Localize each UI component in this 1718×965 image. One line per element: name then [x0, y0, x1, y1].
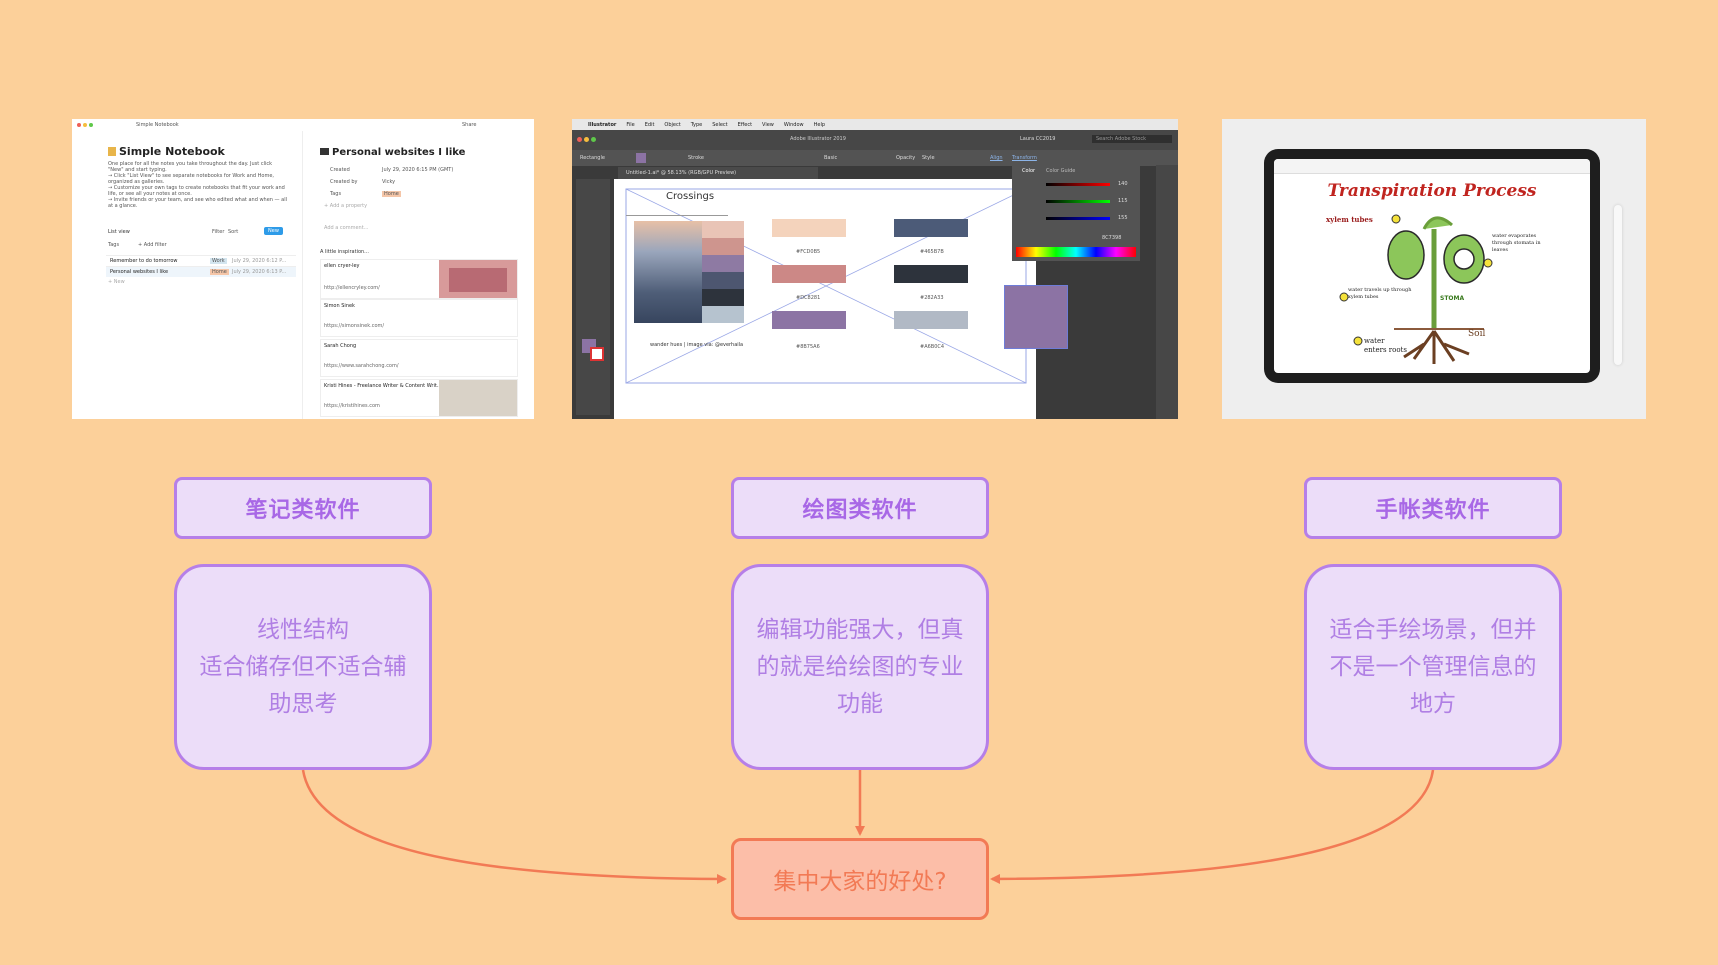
table-row[interactable]: Remember to do tomorrow Work July 29, 20… [106, 255, 296, 266]
add-property[interactable]: + Add a property [324, 203, 368, 209]
menu-window[interactable]: Window [783, 121, 804, 128]
transform-link[interactable]: Transform [1012, 155, 1037, 161]
label-stoma: STOMA [1440, 295, 1465, 302]
menu-select[interactable]: Select [712, 121, 728, 128]
desc-box-journal: 适合手绘场景，但并不是一个管理信息的地方 [1304, 564, 1562, 770]
palette-strip [702, 221, 744, 323]
menu-file[interactable]: File [626, 121, 635, 128]
inspiration-heading: A little inspiration... [320, 249, 369, 255]
tags-filter[interactable]: Tags [108, 242, 120, 248]
goal-box: 集中大家的好处? [731, 838, 989, 920]
image-credit: wander hues | image via: @everhaila [650, 342, 744, 348]
notebook-icon [108, 147, 116, 156]
user-menu[interactable]: Laura CC2019 [1020, 136, 1056, 142]
ai-titlebar: Adobe Illustrator 2019 Laura CC2019 Sear… [572, 130, 1178, 150]
comment-input[interactable]: Add a comment... [324, 225, 369, 231]
label-travels: water travels up through xylem tubes [1348, 287, 1412, 300]
ipad-frame: Transpiration Process xylem tubes water … [1264, 149, 1600, 383]
notion-right-pane: Personal websites I like Created July 29… [304, 131, 534, 419]
label-roots: water enters roots [1364, 337, 1407, 354]
color-swatch[interactable] [772, 265, 846, 283]
table-row[interactable]: Personal websites I like Home July 29, 2… [106, 266, 296, 277]
right-panel-icons [1156, 165, 1178, 419]
sort-button[interactable]: Sort [228, 229, 239, 235]
stroke-color-icon[interactable] [590, 347, 604, 361]
category-label-drawing: 绘图类软件 [731, 477, 989, 539]
arrow-left [301, 769, 727, 884]
desc-box-notes: 线性结构适合储存但不适合辅助思考 [174, 564, 432, 770]
color-swatch[interactable] [894, 311, 968, 329]
page-title: Personal websites I like [332, 147, 466, 158]
control-bar: Rectangle Stroke Basic Opacity Style Ali… [572, 150, 1178, 166]
new-row-button[interactable]: + New [108, 279, 125, 285]
color-swatch[interactable] [894, 219, 968, 237]
label-xylem: xylem tubes [1326, 215, 1373, 224]
color-tab[interactable]: Color [1022, 168, 1036, 174]
notion-screenshot: Simple Notebook Share Simple Notebook On… [72, 119, 534, 419]
notion-left-pane: Simple Notebook One place for all the no… [72, 131, 303, 419]
menu-help[interactable]: Help [813, 121, 826, 128]
color-swatch[interactable] [894, 265, 968, 283]
apple-pencil [1614, 205, 1622, 365]
doc-tab[interactable]: Untitled-1.ai* @ 58.13% (RGB/GPU Preview… [618, 167, 818, 179]
category-label-notes: 笔记类软件 [174, 477, 432, 539]
color-swatch[interactable] [772, 219, 846, 237]
notebook-heading: Simple Notebook [119, 145, 225, 158]
color-swatch[interactable] [772, 311, 846, 329]
ipad-screenshot: Transpiration Process xylem tubes water … [1222, 119, 1646, 419]
stock-search-input[interactable]: Search Adobe Stock [1092, 135, 1172, 143]
drawing-title: Transpiration Process [1327, 181, 1537, 201]
link-card[interactable]: Sarah Chong https://www.sarahchong.com/ [320, 339, 518, 377]
fill-swatch[interactable] [636, 153, 646, 163]
spectrum-bar[interactable] [1016, 247, 1136, 257]
add-filter[interactable]: + Add filter [138, 242, 167, 248]
desc-box-drawing: 编辑功能强大，但真的就是给绘图的专业功能 [731, 564, 989, 770]
label-soil: Soil [1468, 329, 1486, 339]
window-title: Adobe Illustrator 2019 [790, 136, 846, 142]
share-button[interactable]: Share [462, 122, 477, 128]
card-thumbnail [439, 260, 517, 298]
canvas[interactable]: Crossings wander hues | image via: @ever… [614, 179, 1068, 419]
new-button[interactable]: New [264, 227, 283, 235]
plant-drawing [1339, 214, 1493, 364]
link-card[interactable]: Simon Sinek https://simonsinek.com/ [320, 299, 518, 337]
align-link[interactable]: Align [990, 155, 1003, 161]
card-thumbnail [439, 380, 517, 416]
artboard-title: Crossings [666, 191, 715, 202]
hex-field[interactable]: 8C7398 [1102, 235, 1122, 241]
selected-rectangle[interactable] [1004, 285, 1068, 349]
link-card[interactable]: Kristi Hines - Freelance Writer & Conten… [320, 379, 518, 417]
brush-select[interactable]: Basic [824, 155, 838, 161]
list-view-tab[interactable]: List view [108, 229, 130, 235]
menu-view[interactable]: View [762, 121, 774, 128]
menu-effect[interactable]: Effect [737, 121, 753, 128]
filter-button[interactable]: Filter [212, 229, 225, 235]
laptop-icon [320, 148, 329, 155]
menu-object[interactable]: Object [664, 121, 681, 128]
color-guide-tab[interactable]: Color Guide [1046, 168, 1076, 174]
app-title: Simple Notebook [136, 122, 179, 128]
ipad-screen: Transpiration Process xylem tubes water … [1274, 159, 1590, 373]
label-evaporates: water evaporates through stomata in leav… [1492, 233, 1541, 253]
intro-text: One place for all the notes you take thr… [108, 161, 287, 209]
tools-panel[interactable] [576, 179, 610, 415]
color-panel[interactable]: Color Color Guide 140 115 155 8C7398 [1012, 165, 1140, 261]
arrow-right [990, 769, 1435, 884]
category-label-journal: 手帐类软件 [1304, 477, 1562, 539]
notability-toolbar[interactable] [1274, 159, 1590, 174]
mac-menubar: Illustrator File Edit Object Type Select… [572, 119, 1178, 130]
illustrator-screenshot: Illustrator File Edit Object Type Select… [572, 119, 1178, 419]
mountain-photo [634, 221, 702, 323]
menu-type[interactable]: Type [690, 121, 703, 128]
link-card[interactable]: ellen cryer-ley http://ellencryley.com/ [320, 259, 518, 299]
notion-titlebar: Simple Notebook Share [72, 119, 534, 131]
menu-edit[interactable]: Edit [644, 121, 655, 128]
